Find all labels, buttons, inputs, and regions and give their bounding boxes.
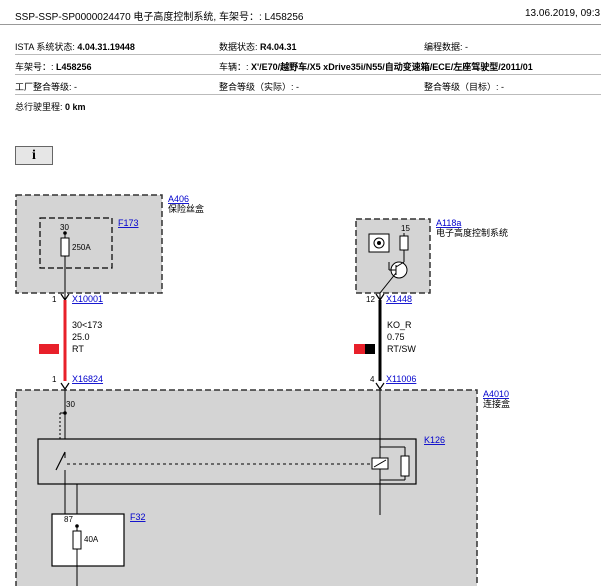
junction-dot xyxy=(75,524,79,528)
fuse-box-a406 xyxy=(15,194,163,294)
divider xyxy=(15,54,601,55)
connector-x16824-link[interactable]: X16824 xyxy=(72,374,103,384)
header-datetime: 13.06.2019, 09:3 xyxy=(525,8,601,19)
page-header: SSP-SSP-SP0000024470 电子高度控制系统, 车架号：: L45… xyxy=(0,0,601,25)
wire-right-color-swatch-red xyxy=(354,344,365,354)
connector-x11006-symbol xyxy=(375,382,385,391)
connector-x11006-pin: 4 xyxy=(370,375,375,384)
ehc-control-dot xyxy=(377,241,381,245)
ehc-resistor xyxy=(399,235,409,251)
ehc-transistor-emitter xyxy=(379,272,397,294)
connector-x16824-symbol xyxy=(60,382,70,391)
fuse-f173-pin: 30 xyxy=(60,223,69,232)
connector-x11006-link[interactable]: X11006 xyxy=(386,374,416,384)
relay-k126-frame xyxy=(37,438,417,485)
junction-box-id-link[interactable]: A4010 xyxy=(483,389,509,399)
connector-x1448-pin: 12 xyxy=(366,295,375,304)
fuse-box-name: 保险丝盒 xyxy=(168,203,204,214)
fuse-f173-symbol xyxy=(60,237,70,257)
programming-data: 编程数据: - xyxy=(424,42,468,52)
divider xyxy=(15,94,601,95)
fuse-f32-symbol xyxy=(72,530,82,550)
wire-right-color: RT/SW xyxy=(387,344,416,354)
fuse-f32-rating: 40A xyxy=(84,535,99,544)
mileage: 总行驶里程: 0 km xyxy=(15,102,86,112)
junction-box-a4010 xyxy=(15,389,478,586)
vehicle: 车辆：: X'/E70/越野车/X5 xDrive35i/N55/自动变速箱/E… xyxy=(219,62,533,72)
relay-coil-mark xyxy=(373,459,387,468)
target-integration-level: 整合等级（目标）: - xyxy=(424,82,504,92)
connector-x10001-pin: 1 xyxy=(52,295,57,304)
ista-status: ISTA 系统状态: 4.04.31.19448 xyxy=(15,42,135,52)
ehc-transistor-collector xyxy=(395,261,405,268)
fuse-f32-frame xyxy=(51,513,125,567)
fuse-f173-link[interactable]: F173 xyxy=(118,218,139,228)
fuse-box-id-link[interactable]: A406 xyxy=(168,194,189,204)
junction-dot xyxy=(63,231,67,235)
wire-left-color-swatch xyxy=(39,344,59,354)
vin: 车架号：: L458256 xyxy=(15,62,92,72)
fuse-f173-frame xyxy=(39,217,113,269)
ehc-pin: 15 xyxy=(401,224,410,233)
wire-right-color-swatch-black xyxy=(365,344,375,354)
fuse-f32-pin: 87 xyxy=(64,515,73,524)
junction-box-pin: 30 xyxy=(66,400,75,409)
data-status: 数据状态: R4.04.31 xyxy=(219,42,297,52)
connector-x16824-pin: 1 xyxy=(52,375,57,384)
ehc-module-name: 电子高度控制系统 xyxy=(436,227,508,238)
wire-left-color: RT xyxy=(72,344,84,354)
relay-resistor xyxy=(400,455,410,477)
wire-right-signal: KO_R xyxy=(387,320,412,330)
ehc-control-icon xyxy=(373,237,385,249)
wire-left-size: 25.0 xyxy=(72,332,90,342)
connector-x10001-link[interactable]: X10001 xyxy=(72,294,103,304)
relay-k126-link[interactable]: K126 xyxy=(424,435,445,445)
ehc-module-a118a xyxy=(355,218,431,294)
info-button[interactable]: i xyxy=(15,146,53,165)
page-title: SSP-SSP-SP0000024470 电子高度控制系统, 车架号：: L45… xyxy=(15,12,304,23)
divider xyxy=(15,74,601,75)
connector-x1448-link[interactable]: X1448 xyxy=(386,294,412,304)
actual-integration-level: 整合等级（实际）: - xyxy=(219,82,299,92)
fuse-f32-link[interactable]: F32 xyxy=(130,512,146,522)
relay-switch-contact xyxy=(55,451,66,471)
wire-right-size: 0.75 xyxy=(387,332,405,342)
factory-integration-level: 工厂整合等级: - xyxy=(15,82,77,92)
wire-left-signal: 30<173 xyxy=(72,320,102,330)
ehc-module-id-link[interactable]: A118a xyxy=(436,218,461,228)
fuse-f173-rating: 250A xyxy=(72,243,91,252)
junction-box-name: 连接盒 xyxy=(483,398,510,409)
